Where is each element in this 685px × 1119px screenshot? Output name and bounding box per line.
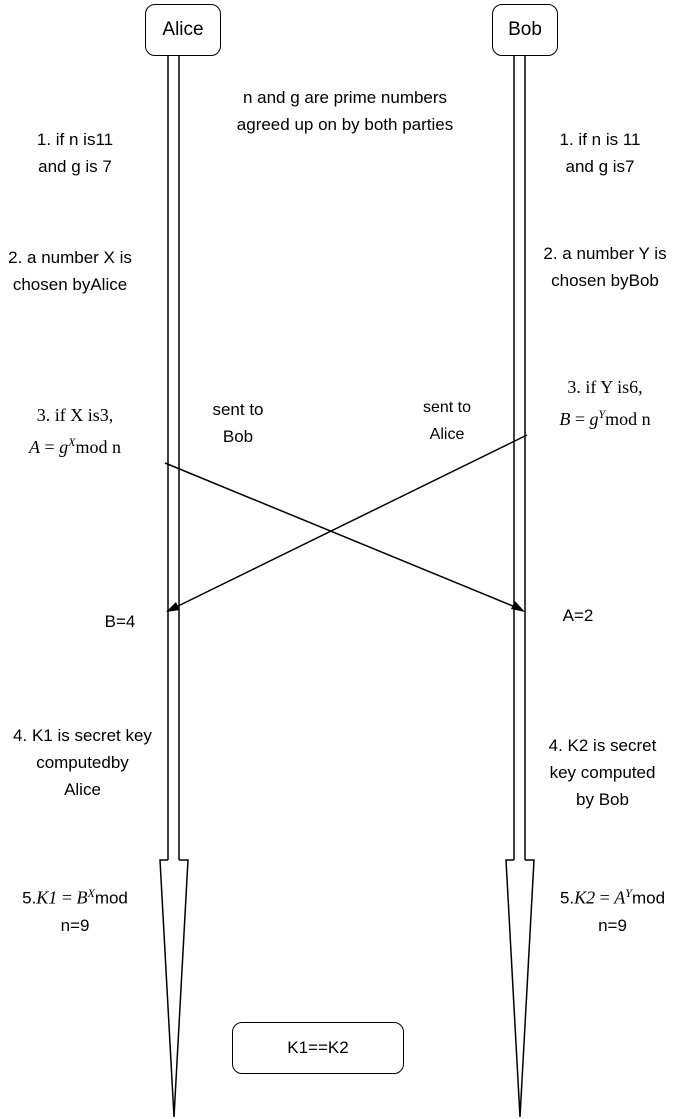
shared-assumption-note: n and g are prime numbers agreed up on b… [236, 88, 454, 134]
alice-step-5: 5.K1 = BXmod n=9 [22, 886, 128, 935]
bob-received-value: A=2 [562, 606, 594, 625]
label-sent-to-alice: sent to Alice [422, 399, 472, 443]
bob-step-2: 2. a number Y is chosen byBob [543, 244, 667, 290]
arrow-bob-to-alice [171, 434, 528, 610]
result-box: K1==K2 [232, 1022, 404, 1074]
actor-alice: Alice [145, 4, 221, 56]
bob-step-3: 3. if Y is6, B = gYmod n [559, 377, 651, 429]
alice-received-value: B=4 [104, 612, 136, 631]
bob-lifeline [505, 56, 535, 1118]
arrowhead-at-bob [511, 601, 525, 612]
label-sent-to-bob: sent to Bob [212, 400, 264, 446]
bob-step-5: 5.K2 = AYmod n=9 [559, 886, 666, 935]
arrow-alice-to-bob [164, 462, 521, 610]
alice-step-1: 1. if n is11 and g is 7 [36, 130, 114, 176]
alice-lifeline [159, 56, 189, 1118]
bob-step-4: 4. K2 is secret key computed by Bob [548, 736, 657, 809]
actor-bob: Bob [492, 4, 558, 56]
alice-step-3: 3. if X is3, A = gXmod n [28, 405, 121, 457]
alice-step-4: 4. K1 is secret key computedby Alice [13, 726, 152, 799]
alice-step-2: 2. a number X is chosen byAlice [8, 248, 132, 294]
bob-step-1: 1. if n is 11 and g is7 [559, 130, 641, 176]
arrowhead-at-alice [166, 602, 180, 612]
